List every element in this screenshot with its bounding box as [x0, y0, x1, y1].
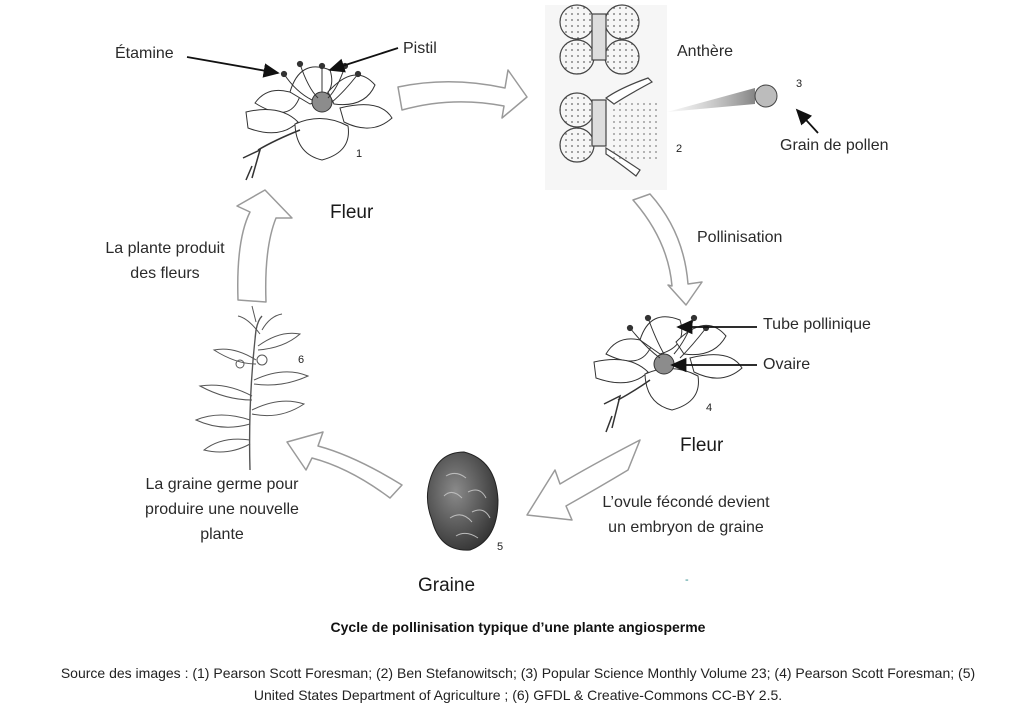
figure-number-6: 6	[298, 354, 305, 366]
anther-illustration	[545, 4, 778, 190]
stage-fleur-top: Fleur	[330, 202, 374, 223]
cycle-arrow-right	[632, 193, 703, 306]
label-germe-line3: plante	[200, 526, 244, 543]
image-sources: Source des images : (1) Pearson Scott Fo…	[20, 662, 1016, 706]
label-produit-line2: des fleurs	[130, 265, 200, 282]
source-line1: Source des images : (1) Pearson Scott Fo…	[60, 665, 976, 681]
arrow-grain-pollen	[795, 108, 819, 134]
plant-illustration	[194, 305, 310, 471]
figure-number-1: 1	[356, 148, 363, 160]
label-pistil: Pistil	[403, 40, 437, 57]
cycle-arrow-bottom-left	[286, 431, 403, 499]
figure-number-4: 4	[706, 402, 713, 414]
figure-number-3: 3	[796, 78, 803, 90]
arrow-pistil	[328, 47, 399, 73]
cycle-arrow-bottom-right	[526, 439, 641, 521]
label-germe-line1: La graine germe pour	[145, 476, 299, 493]
label-ovaire: Ovaire	[763, 356, 811, 373]
cycle-arrow-top	[397, 69, 528, 119]
label-ovule-feconde: L’ovule fécondé devient un embryon de gr…	[602, 490, 769, 540]
figure-number-5: 5	[497, 541, 504, 553]
stage-graine: Graine	[418, 575, 476, 596]
label-ovule-line2: un embryon de graine	[608, 519, 764, 536]
seed-illustration	[426, 451, 499, 551]
diagram-title: Cycle de pollinisation typique d’une pla…	[330, 619, 706, 635]
label-graine-germe: La graine germe pour produire une nouvel…	[145, 472, 299, 547]
figure-number-2: 2	[676, 143, 683, 155]
label-etamine: Étamine	[115, 45, 174, 62]
label-anthere: Anthère	[677, 43, 734, 60]
label-tube-pollinique: Tube pollinique	[763, 316, 871, 333]
label-plante-produit: La plante produit des fleurs	[105, 236, 224, 286]
label-ovule-line1: L’ovule fécondé devient	[602, 494, 770, 511]
label-pollinisation: Pollinisation	[697, 229, 783, 246]
small-mark: -	[685, 574, 689, 586]
cycle-arrow-left	[236, 189, 293, 303]
label-germe-line2: produire une nouvelle	[145, 501, 299, 518]
flower-illustration-top	[242, 60, 393, 181]
source-line2: United States Department of Agriculture …	[253, 687, 783, 703]
label-produit-line1: La plante produit	[105, 240, 225, 257]
label-grain-pollen: Grain de pollen	[780, 137, 889, 154]
stage-fleur-bottom: Fleur	[680, 435, 724, 456]
flower-illustration-bottom	[593, 314, 743, 433]
arrow-etamine	[186, 56, 280, 78]
